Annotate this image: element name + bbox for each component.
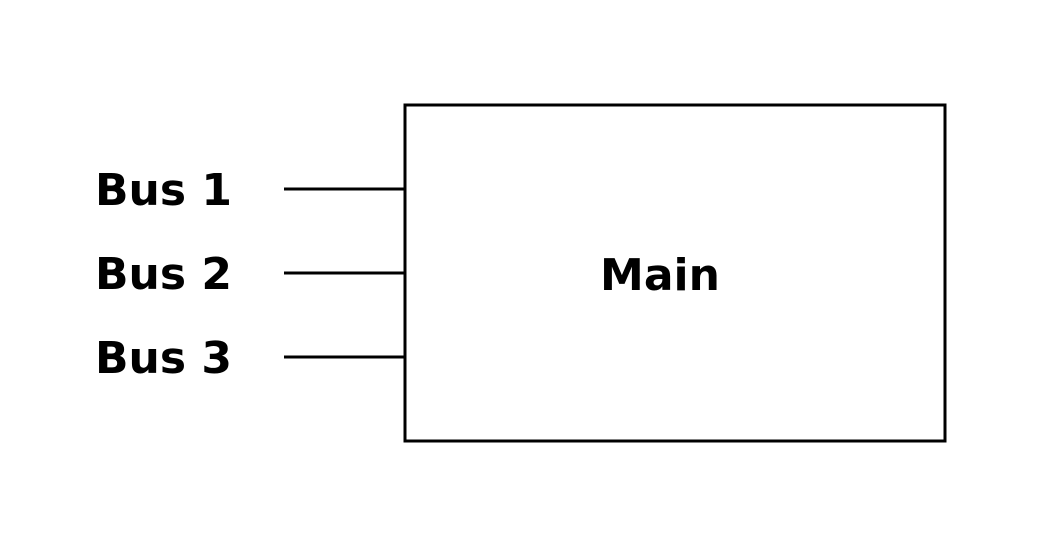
- bus-2-label: Bus 2: [95, 249, 232, 300]
- bus-3-label: Bus 3: [95, 333, 232, 384]
- main-block: [403, 103, 947, 443]
- main-block-label: Main: [600, 250, 720, 301]
- bus-1-label: Bus 1: [95, 165, 232, 216]
